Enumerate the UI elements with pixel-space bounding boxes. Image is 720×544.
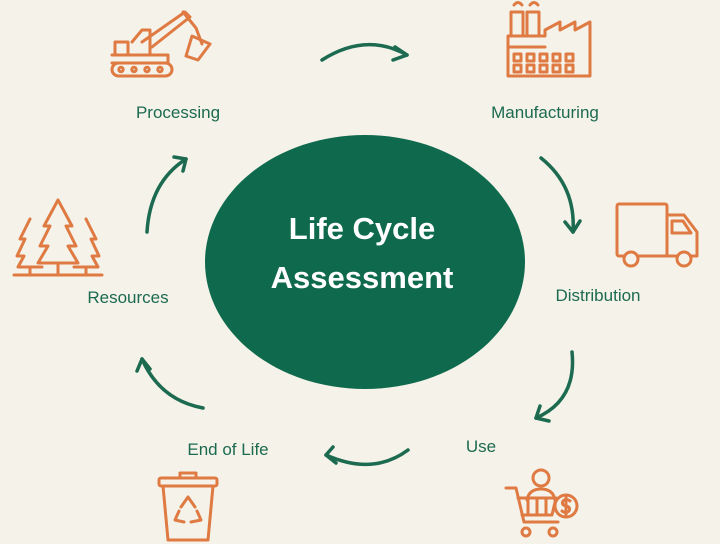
arrow-processing-to-manufacturing — [320, 43, 409, 62]
stage-label-processing: Processing — [136, 103, 220, 122]
trees-icon — [12, 198, 104, 277]
center-ellipse — [205, 135, 525, 389]
center-node: Life Cycle Assessment — [205, 135, 525, 389]
shopping-cart-icon — [504, 468, 579, 538]
recycle-bin-icon — [157, 471, 219, 542]
arrow-use-to-end-of-life — [324, 445, 410, 467]
factory-icon — [506, 1, 592, 78]
center-title-line2: Assessment — [271, 260, 454, 295]
stage-label-distribution: Distribution — [555, 286, 640, 305]
arrow-distribution-to-use — [534, 350, 575, 423]
center-title-line1: Life Cycle — [289, 211, 435, 246]
stage-label-resources: Resources — [87, 288, 168, 307]
stage-label-end-of-life: End of Life — [187, 440, 268, 459]
stage-label-manufacturing: Manufacturing — [491, 103, 599, 122]
arrow-manufacturing-to-distribution — [539, 156, 582, 234]
arrow-resources-to-processing — [145, 155, 188, 234]
truck-icon — [615, 202, 699, 268]
stage-label-use: Use — [466, 437, 496, 456]
arrow-end-of-life-to-resources — [135, 357, 205, 410]
excavator-icon — [110, 10, 212, 78]
